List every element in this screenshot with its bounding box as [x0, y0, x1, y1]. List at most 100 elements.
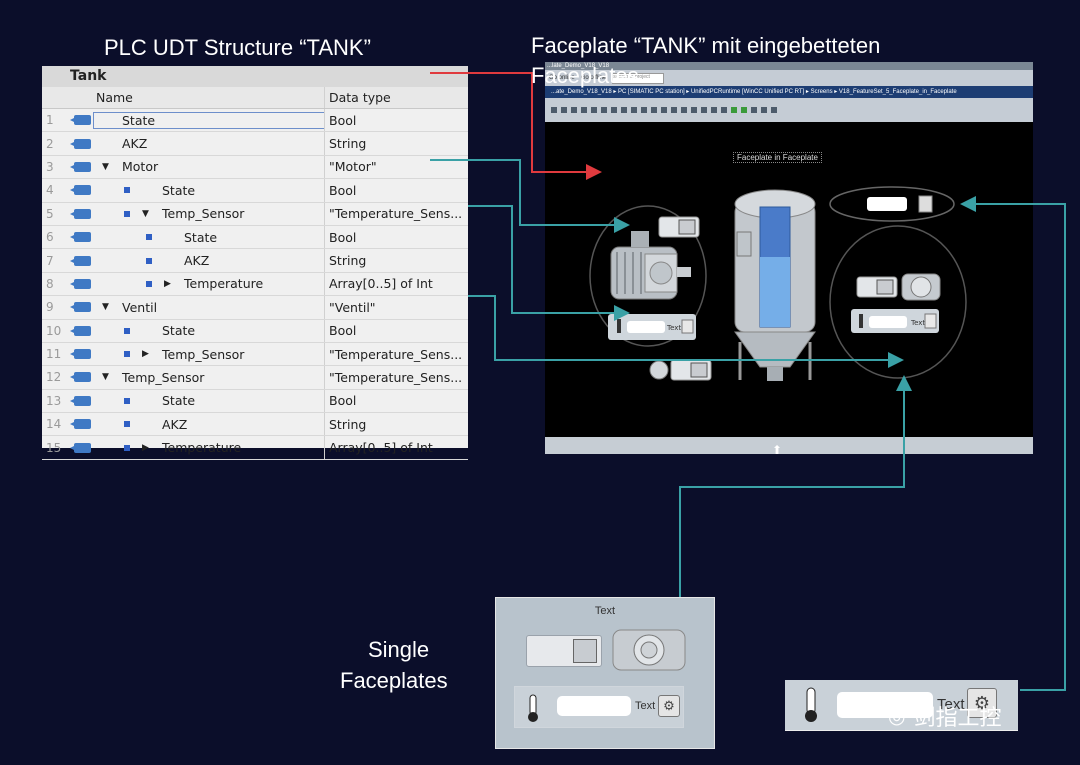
data-type-cell[interactable]: "Motor" — [324, 155, 468, 179]
data-type-cell[interactable]: Bool — [324, 109, 468, 132]
col-header-type[interactable]: Data type — [324, 87, 468, 108]
data-type-cell[interactable]: String — [324, 413, 468, 436]
interface-icon — [69, 442, 94, 453]
name-cell[interactable]: State — [94, 183, 324, 198]
data-type-cell[interactable]: Bool — [324, 319, 468, 342]
inout-icon — [69, 325, 91, 336]
expand-down-icon[interactable]: ▼ — [102, 302, 109, 313]
inout-icon — [69, 185, 91, 196]
data-type-cell[interactable]: String — [324, 249, 468, 272]
name-cell[interactable]: State — [93, 111, 325, 129]
single-faceplates-title-line2: Faceplates — [340, 668, 448, 693]
motor-toggle — [658, 216, 700, 238]
inout-icon — [69, 161, 91, 172]
tia-editor-window: ...late_Demo_V18_V18 Go online Go offlin… — [545, 62, 1033, 454]
interface-icon — [69, 185, 94, 196]
name-cell[interactable]: State — [94, 393, 324, 408]
single-toggle[interactable] — [526, 635, 602, 667]
data-type-cell[interactable]: "Temperature_Sens... — [324, 366, 468, 389]
name-cell[interactable]: ▶ Temperature — [94, 276, 324, 291]
window-title: ...late_Demo_V18_V18 — [545, 62, 1033, 70]
interface-icon — [69, 232, 94, 243]
name-cell[interactable]: State — [94, 323, 324, 338]
right-temperature-input[interactable] — [837, 692, 933, 718]
row-number: 5 — [46, 206, 54, 221]
name-cell[interactable]: AKZ — [94, 253, 324, 268]
name-cell[interactable]: ▶Temp_Sensor — [94, 347, 324, 362]
row-name: State — [162, 182, 196, 198]
interface-icon — [69, 395, 94, 406]
interface-icon — [69, 419, 94, 430]
interface-icon — [69, 302, 94, 313]
data-type-cell[interactable]: Bool — [324, 179, 468, 202]
name-cell[interactable]: State — [94, 230, 324, 245]
gear-icon[interactable]: ⚙ — [658, 695, 680, 717]
data-type-cell[interactable]: "Temperature_Sens... — [324, 342, 468, 366]
expand-right-icon[interactable]: ▶ — [142, 442, 149, 453]
row-name: State — [162, 393, 196, 409]
col-header-name[interactable]: Name — [96, 90, 133, 105]
interface-icon — [69, 278, 94, 289]
right-gear-icon[interactable]: ⚙ — [967, 688, 997, 718]
motor-icon — [610, 231, 691, 300]
row-name: AKZ — [162, 416, 188, 432]
udt-row[interactable]: 5 ▼Temp_Sensor"Temperature_Sens... — [42, 202, 468, 226]
expand-right-icon[interactable]: ▶ — [142, 349, 149, 360]
name-cell[interactable]: ▶Temperature — [94, 440, 324, 455]
name-cell[interactable]: AKZ — [94, 136, 324, 151]
valve-icon — [901, 273, 941, 301]
name-cell[interactable]: ▼Temp_Sensor — [94, 206, 324, 221]
editor-statusbar — [545, 437, 1033, 454]
name-cell[interactable]: ▼Motor — [94, 159, 324, 174]
expand-right-icon[interactable]: ▶ — [164, 278, 171, 289]
row-number: 4 — [46, 183, 54, 198]
temp-sensor-connector — [468, 205, 630, 321]
row-name: AKZ — [184, 253, 210, 269]
thermometer-icon — [528, 694, 538, 722]
udt-row[interactable]: 12▼Temp_Sensor"Temperature_Sens... — [42, 366, 468, 390]
expand-down-icon[interactable]: ▼ — [102, 372, 109, 383]
udt-row[interactable]: 9▼Ventil"Ventil" — [42, 296, 468, 320]
inout-icon — [69, 232, 91, 243]
data-type-cell[interactable]: Bool — [324, 389, 468, 413]
row-name: Temperature — [184, 276, 264, 292]
data-type-cell[interactable]: Array[0..5] of Int — [324, 436, 468, 459]
row-number: 11 — [46, 347, 62, 362]
udt-row[interactable]: 4 State Bool — [42, 179, 468, 203]
single-temperature-input[interactable] — [557, 696, 631, 716]
go-offline-button[interactable]: Go offline — [580, 75, 607, 81]
data-type-cell[interactable]: "Temperature_Sens... — [324, 202, 468, 225]
expand-down-icon[interactable]: ▼ — [142, 208, 149, 219]
data-type-cell[interactable]: "Ventil" — [324, 296, 468, 319]
search-project-input[interactable]: search in project — [612, 72, 665, 84]
right-temperature-label: Text — [937, 696, 965, 713]
expand-down-icon[interactable]: ▼ — [102, 161, 109, 172]
single-faceplate-panel: Text Text ⚙ — [495, 597, 715, 749]
right-thermometer-icon — [805, 687, 817, 722]
breadcrumb: ...ate_Demo_V18_V18 ▸ PC [SIMATIC PC sta… — [545, 86, 1033, 98]
name-cell[interactable]: AKZ — [94, 417, 324, 432]
data-type-cell[interactable]: String — [324, 132, 468, 155]
data-type-cell[interactable]: Array[0..5] of Int — [324, 272, 468, 296]
go-online-button[interactable]: Go online — [549, 75, 575, 81]
name-cell[interactable]: ▼Ventil — [94, 300, 324, 315]
name-cell[interactable]: ▼Temp_Sensor — [94, 370, 324, 385]
udt-row[interactable]: 11 ▶Temp_Sensor"Temperature_Sens... — [42, 342, 468, 367]
data-type-cell[interactable]: Bool — [324, 225, 468, 249]
canvas-graphics: Text — [589, 186, 967, 381]
udt-row[interactable]: 3▼Motor"Motor" — [42, 155, 468, 180]
setting-pill-gear — [918, 195, 933, 213]
screen-canvas[interactable]: Faceplate in Faceplate — [545, 122, 1033, 437]
